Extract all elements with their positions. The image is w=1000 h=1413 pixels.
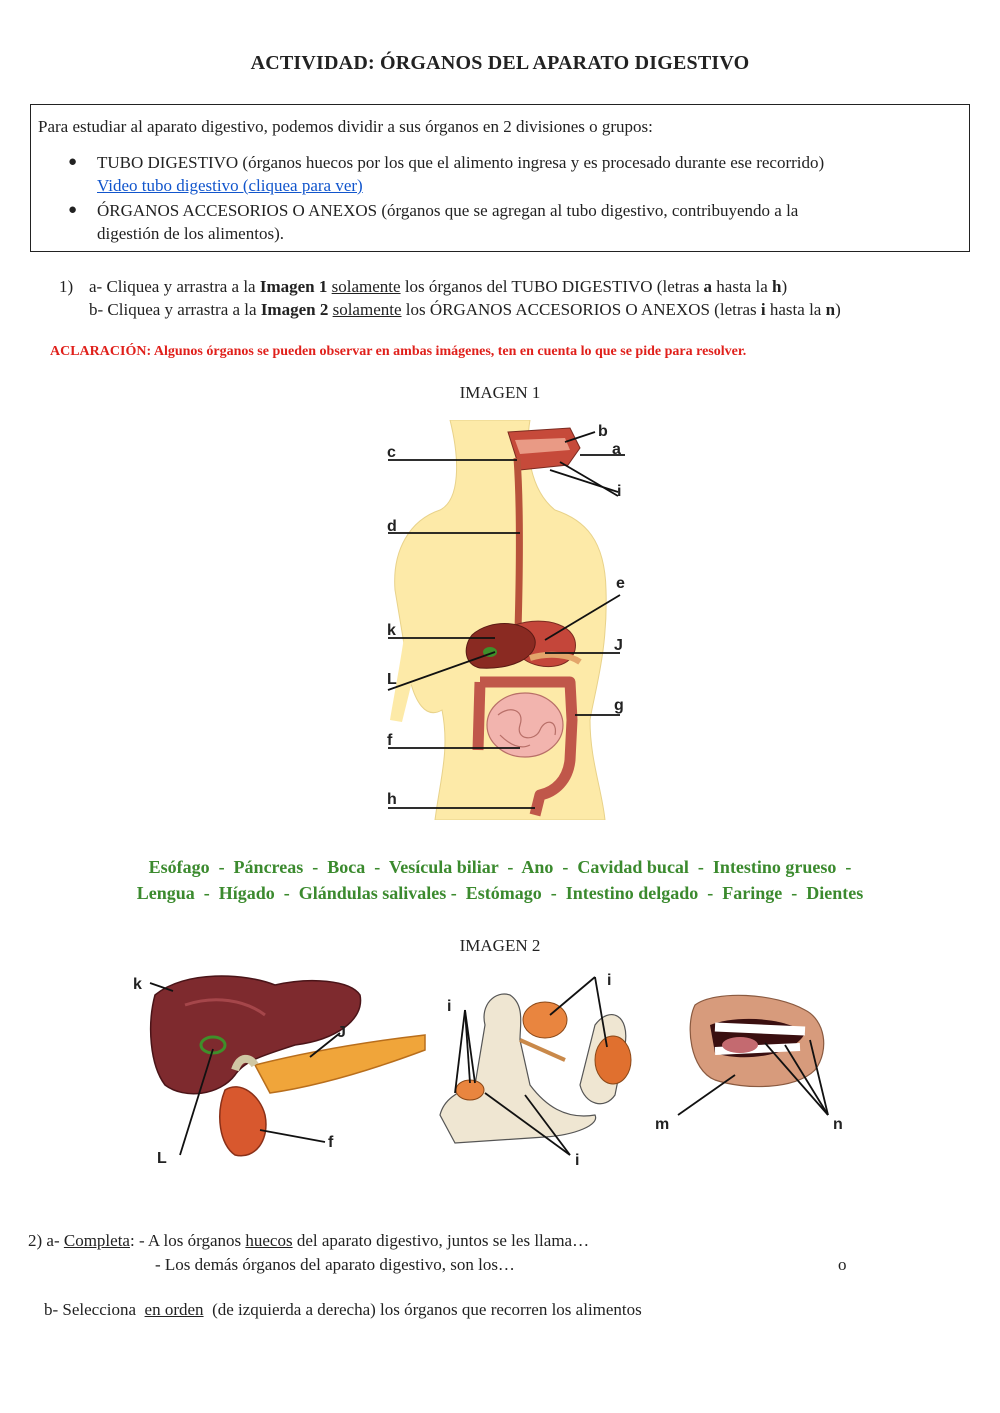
mouth-region bbox=[507, 427, 581, 471]
mouth-figure bbox=[689, 994, 825, 1088]
label-L: L bbox=[387, 671, 397, 688]
video-link[interactable]: Video tubo digestivo (cliquea para ver) bbox=[97, 176, 363, 195]
bullet-tubo-digestivo: ● TUBO DIGESTIVO (órganos huecos por los… bbox=[68, 151, 825, 197]
image-2-leader-lines bbox=[149, 976, 829, 1156]
small-intestine-shape bbox=[486, 692, 564, 758]
label-i: i bbox=[617, 483, 621, 500]
label-m: m bbox=[655, 1116, 669, 1133]
label-L: L bbox=[157, 1150, 167, 1167]
bullet-organos-accesorios: ● ÓRGANOS ACCESORIOS O ANEXOS (órganos q… bbox=[68, 199, 799, 245]
label-h: h bbox=[387, 791, 397, 808]
label-b: b bbox=[598, 423, 608, 440]
intro-box bbox=[30, 104, 970, 252]
label-k: k bbox=[387, 622, 396, 639]
label-J: J bbox=[337, 1024, 346, 1041]
label-i: i bbox=[575, 1152, 579, 1169]
pancreas-shape bbox=[529, 651, 582, 665]
bullet-text-cont: digestión de los alimentos). bbox=[97, 224, 284, 243]
salivary-glands-figure bbox=[439, 993, 632, 1144]
bullet-dot-icon: ● bbox=[68, 202, 78, 218]
word-bank-row-2: Lengua - Hígado - Glándulas salivales - … bbox=[136, 883, 864, 903]
label-a: a bbox=[612, 441, 621, 458]
image-2-title: IMAGEN 2 bbox=[459, 936, 541, 955]
label-n: n bbox=[833, 1116, 843, 1133]
clarification-note: ACLARACIÓN: Algunos órganos se pueden ob… bbox=[50, 344, 747, 359]
bullet-text: TUBO DIGESTIVO (órganos huecos por los q… bbox=[97, 153, 825, 172]
label-f: f bbox=[387, 732, 393, 749]
question-1a: a- Cliquea y arrastra a la Imagen 1 sola… bbox=[89, 277, 788, 296]
image-1-digestive-diagram: c d k L f h b a i e J g bbox=[387, 420, 625, 820]
label-f: f bbox=[328, 1134, 334, 1151]
label-i: i bbox=[447, 998, 451, 1015]
image-1-title: IMAGEN 1 bbox=[459, 383, 541, 402]
label-i: i bbox=[607, 972, 611, 989]
image-2-accessory-organs-diagram: k J L f i i i m n bbox=[133, 972, 843, 1169]
label-J: J bbox=[614, 637, 623, 654]
question-1-number: 1) bbox=[59, 277, 74, 296]
image-1-leader-lines bbox=[387, 431, 625, 809]
question-2b: b- Selecciona en orden (de izquierda a d… bbox=[44, 1300, 642, 1319]
bullet-text: ÓRGANOS ACCESORIOS O ANEXOS (órganos que… bbox=[97, 201, 799, 220]
label-c: c bbox=[387, 444, 396, 461]
label-e: e bbox=[616, 575, 625, 592]
page-title: ACTIVIDAD: ÓRGANOS DEL APARATO DIGESTIVO bbox=[250, 52, 750, 74]
question-2a-line2: - Los demás órganos del aparato digestiv… bbox=[155, 1255, 515, 1274]
label-d: d bbox=[387, 518, 397, 535]
liver-pancreas-figure bbox=[149, 975, 426, 1157]
intro-text: Para estudiar al aparato digestivo, pode… bbox=[38, 117, 653, 136]
esophagus-shape bbox=[513, 457, 523, 631]
colon-ascending-shape bbox=[472, 681, 486, 751]
question-2a-line1: 2) a- Completa: - A los órganos huecos d… bbox=[28, 1231, 590, 1250]
label-g: g bbox=[614, 697, 624, 714]
question-1b: b- Cliquea y arrastra a la Imagen 2 sola… bbox=[89, 300, 841, 319]
bullet-dot-icon: ● bbox=[68, 154, 78, 170]
large-intestine-shape bbox=[480, 676, 578, 817]
label-k: k bbox=[133, 976, 142, 993]
word-bank-row-1: Esófago - Páncreas - Boca - Vesícula bil… bbox=[148, 857, 852, 877]
question-2a-line2-end: o bbox=[838, 1255, 847, 1274]
